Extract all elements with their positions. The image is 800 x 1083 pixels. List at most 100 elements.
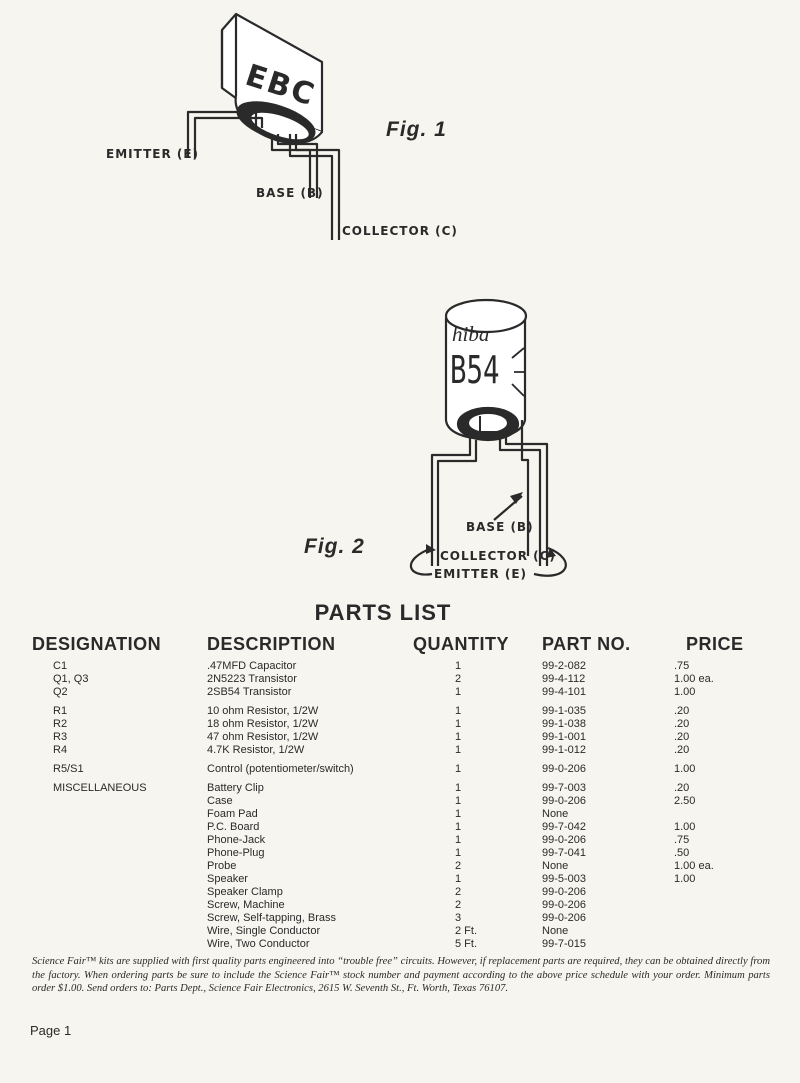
cell-description: 4.7K Resistor, 1/2W [207, 744, 305, 756]
cell-description: Wire, Single Conductor [207, 925, 321, 937]
table-row: Wire, Single Conductor 2 Ft. None [0, 925, 800, 938]
cell-price: 1.00 [674, 821, 696, 833]
figure-1-emitter-label: EMITTER (E) [106, 147, 200, 161]
cell-description: Screw, Self-tapping, Brass [207, 912, 337, 924]
cell-price: .20 [674, 782, 690, 794]
cell-quantity: 1 [455, 718, 462, 730]
cell-part-no: 99-0-206 [542, 886, 587, 898]
cell-quantity: 1 [455, 808, 462, 820]
cell-description: Foam Pad [207, 808, 258, 820]
figure-2-collector-label: COLLECTOR (C) [440, 549, 556, 563]
cell-quantity: 5 Ft. [455, 938, 478, 950]
table-row: P.C. Board 1 99-7-042 1.00 [0, 821, 800, 834]
cell-description: Phone-Plug [207, 847, 265, 859]
cell-part-no: 99-0-206 [542, 763, 587, 775]
table-row: Q1, Q3 2N5223 Transistor 2 99-4-112 1.00… [0, 673, 800, 686]
cell-price: .20 [674, 744, 690, 756]
figure-2-caption: Fig. 2 [304, 535, 365, 558]
cell-description: 2SB54 Transistor [207, 686, 292, 698]
header-price: PRICE [686, 634, 744, 654]
cell-price: .20 [674, 718, 690, 730]
cell-description: Control (potentiometer/switch) [207, 763, 354, 775]
cell-quantity: 2 [455, 860, 462, 872]
cell-quantity: 1 [455, 847, 462, 859]
cell-quantity: 2 Ft. [455, 925, 478, 937]
figure-1-base-label: BASE (B) [256, 186, 324, 200]
cell-designation: R5/S1 [53, 763, 84, 775]
page-number: Page 1 [30, 1023, 72, 1038]
cell-part-no: 99-4-112 [542, 673, 586, 685]
cell-part-no: None [542, 925, 569, 937]
cell-description: Speaker Clamp [207, 886, 283, 898]
cell-designation: R2 [53, 718, 68, 730]
cell-designation: Q2 [53, 686, 68, 698]
cell-designation: Q1, Q3 [53, 673, 89, 685]
cell-description: 18 ohm Resistor, 1/2W [207, 718, 319, 730]
cell-part-no: 99-7-003 [542, 782, 587, 794]
table-row: Screw, Self-tapping, Brass 3 99-0-206 [0, 912, 800, 925]
cell-price: 1.00 [674, 873, 696, 885]
cell-price: .75 [674, 660, 690, 672]
header-description: DESCRIPTION [207, 634, 336, 654]
table-row: C1 .47MFD Capacitor 1 99-2-082 .75 [0, 660, 800, 673]
cell-part-no: 99-1-038 [542, 718, 587, 730]
cell-part-no: None [542, 808, 569, 820]
cell-quantity: 1 [455, 731, 462, 743]
cell-part-no: 99-0-206 [542, 795, 587, 807]
header-quantity: QUANTITY [413, 634, 509, 654]
cell-quantity: 1 [455, 705, 462, 717]
table-row: R5/S1 Control (potentiometer/switch) 1 9… [0, 763, 800, 776]
cell-description: Speaker [207, 873, 248, 885]
cell-quantity: 1 [455, 782, 462, 794]
cell-part-no: 99-0-206 [542, 834, 587, 846]
figure-1-caption: Fig. 1 [386, 118, 447, 141]
cell-price: .20 [674, 705, 690, 717]
cell-quantity: 3 [455, 912, 462, 924]
cell-description: Screw, Machine [207, 899, 285, 911]
cell-designation: R1 [53, 705, 68, 717]
cell-designation: R4 [53, 744, 68, 756]
cell-quantity: 2 [455, 886, 462, 898]
cell-quantity: 1 [455, 795, 462, 807]
cell-price: 1.00 ea. [674, 860, 714, 872]
cell-part-no: 99-7-041 [542, 847, 587, 859]
header-part-no: PART NO. [542, 634, 631, 654]
table-row: R3 47 ohm Resistor, 1/2W 1 99-1-001 .20 [0, 731, 800, 744]
cell-part-no: 99-2-082 [542, 660, 587, 672]
cell-part-no: 99-7-042 [542, 821, 587, 833]
table-row: Q2 2SB54 Transistor 1 99-4-101 1.00 [0, 686, 800, 699]
cell-designation: C1 [53, 660, 68, 672]
cell-quantity: 2 [455, 673, 462, 685]
cell-designation: MISCELLANEOUS [53, 782, 147, 794]
cell-quantity: 1 [455, 763, 462, 775]
table-row: R1 10 ohm Resistor, 1/2W 1 99-1-035 .20 [0, 705, 800, 718]
figure-1-transistor-drawing [186, 12, 341, 240]
cell-quantity: 1 [455, 660, 462, 672]
cell-part-no: 99-4-101 [542, 686, 587, 698]
table-row: MISCELLANEOUS Battery Clip 1 99-7-003 .2… [0, 782, 800, 795]
cell-price: 1.00 [674, 686, 696, 698]
parts-list-title: PARTS LIST [314, 600, 452, 625]
cell-description: Probe [207, 860, 237, 872]
cell-quantity: 1 [455, 834, 462, 846]
cell-quantity: 1 [455, 873, 462, 885]
cell-price: 1.00 [674, 763, 696, 775]
cell-price: 1.00 ea. [674, 673, 714, 685]
table-row: Case 1 99-0-206 2.50 [0, 795, 800, 808]
figure-2-brand-marking: hiba [452, 322, 490, 346]
cell-part-no: 99-1-012 [542, 744, 587, 756]
table-row: Phone-Jack 1 99-0-206 .75 [0, 834, 800, 847]
table-row: Wire, Two Conductor 5 Ft. 99-7-015 [0, 938, 800, 951]
table-row: Probe 2 None 1.00 ea. [0, 860, 800, 873]
footnote-ordering-info: Science Fair™ kits are supplied with fir… [32, 956, 770, 994]
header-designation: DESIGNATION [32, 634, 162, 654]
cell-description: P.C. Board [207, 821, 260, 833]
cell-price: .20 [674, 731, 690, 743]
cell-description: Case [207, 795, 233, 807]
table-row: Foam Pad 1 None [0, 808, 800, 821]
table-row: Speaker Clamp 2 99-0-206 [0, 886, 800, 899]
table-row: Phone-Plug 1 99-7-041 .50 [0, 847, 800, 860]
cell-description: Wire, Two Conductor [207, 938, 310, 950]
figure-2-base-label: BASE (B) [466, 520, 534, 534]
cell-part-no: 99-7-015 [542, 938, 587, 950]
